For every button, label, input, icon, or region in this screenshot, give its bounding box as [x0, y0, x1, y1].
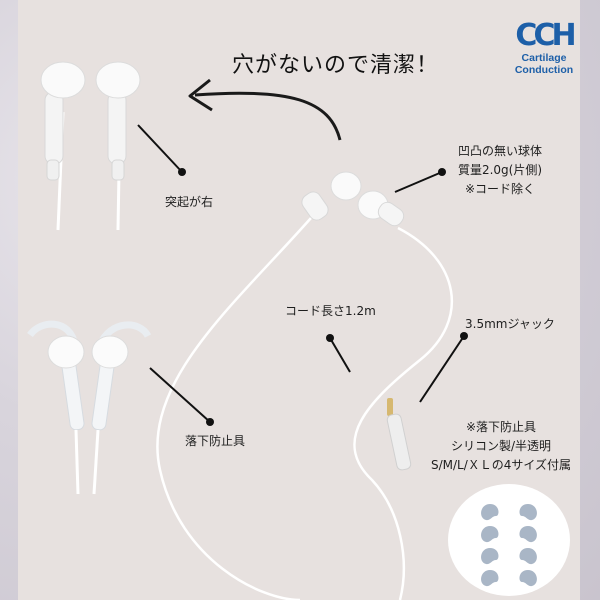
label-bump-right: 突起が右	[165, 195, 214, 209]
label-fall-prevention: 落下防止具	[185, 434, 246, 448]
spec-note-line2: 質量2.0g(片側)	[457, 163, 543, 177]
attachment-note-line3: S/M/L/ＸＬの4サイズ付属	[430, 458, 572, 472]
logo-name-line1: Cartilage	[521, 52, 567, 64]
arrow-head-icon	[188, 78, 213, 112]
attachment-note-line1: ※落下防止具	[465, 420, 537, 434]
attachment-note: ※落下防止具 シリコン製/半透明 S/M/L/ＸＬの4サイズ付属	[412, 418, 590, 475]
callout-dots	[178, 168, 468, 426]
ear-tips-sample-circle	[448, 484, 570, 596]
brand-logo: CCH Cartilage Conduction	[504, 18, 584, 77]
curved-arrow-icon	[194, 91, 342, 141]
earbud-pair-with-hooks	[27, 320, 152, 495]
label-cord-length: コード長さ1.2m	[285, 304, 376, 318]
earphone-cord	[156, 209, 454, 600]
logo-mark: CCH	[515, 18, 576, 53]
logo-name-line2: Conduction	[514, 64, 574, 76]
spec-note: 凹凸の無い球体 質量2.0g(片側) ※コード除く	[440, 142, 560, 199]
spec-note-line3: ※コード除く	[464, 182, 536, 196]
earbud-pair-center	[301, 171, 405, 227]
audio-jack	[386, 398, 412, 471]
headline: 穴がないので清潔！	[232, 53, 440, 78]
ear-tips-icon	[481, 504, 537, 587]
label-jack: 3.5mmジャック	[465, 317, 555, 331]
earbud-pair-top-left	[40, 61, 141, 231]
callout-lines	[137, 124, 465, 423]
spec-note-line1: 凹凸の無い球体	[457, 144, 542, 158]
attachment-note-line2: シリコン製/半透明	[450, 439, 552, 453]
